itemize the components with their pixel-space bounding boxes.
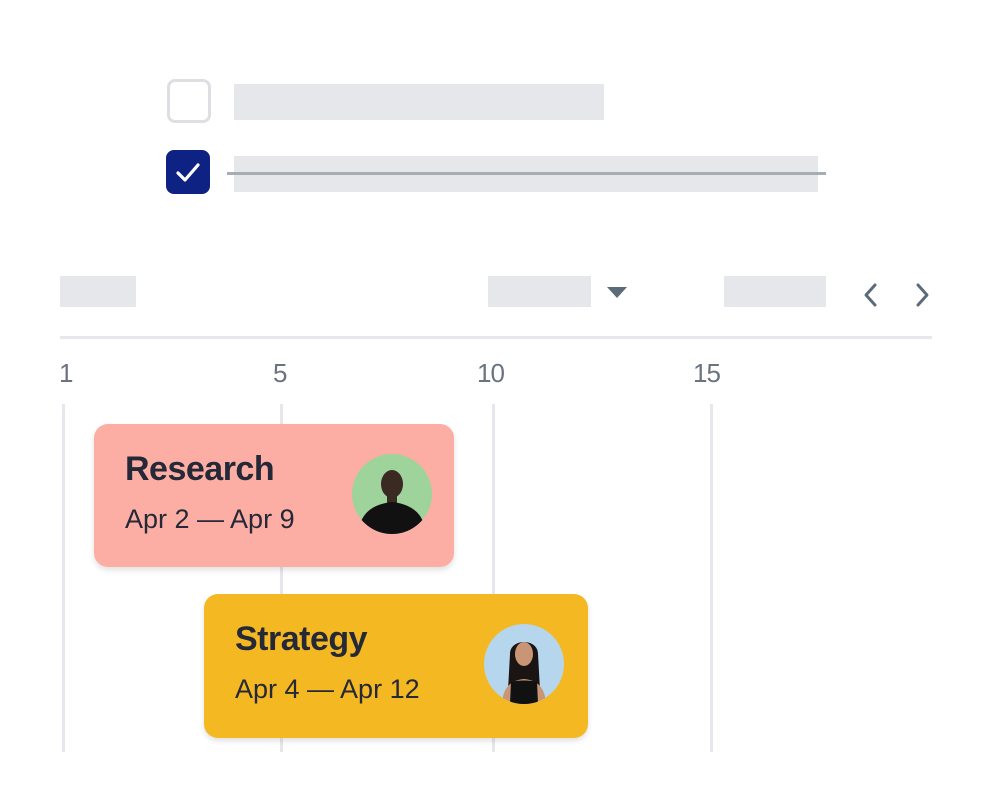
task-checkbox-checked[interactable]	[166, 150, 210, 194]
caret-down-icon[interactable]	[607, 287, 627, 298]
day-tick: 1	[59, 358, 74, 388]
task-bar-research[interactable]: Research Apr 2 — Apr 9	[94, 424, 454, 567]
strikethrough-line	[227, 172, 826, 175]
task-label-placeholder	[234, 84, 604, 120]
task-checkbox-unchecked[interactable]	[167, 79, 211, 123]
person-avatar-icon	[358, 470, 426, 534]
grid-line	[280, 404, 283, 752]
view-select-placeholder[interactable]	[488, 276, 591, 307]
grid-line	[710, 404, 713, 752]
task-bar-strategy[interactable]: Strategy Apr 4 — Apr 12	[204, 594, 588, 738]
next-button[interactable]	[910, 280, 936, 310]
task-dates: Apr 2 — Apr 9	[125, 504, 295, 534]
checkmark-icon	[176, 163, 200, 182]
task-title: Research	[125, 450, 275, 488]
person-avatar-icon	[502, 642, 546, 704]
today-button-placeholder[interactable]	[724, 276, 826, 307]
chevron-right-icon	[916, 283, 929, 307]
chevron-left-icon	[864, 283, 877, 307]
grid-line	[62, 404, 65, 752]
task-title: Strategy	[235, 620, 368, 658]
assignee-avatar[interactable]	[484, 624, 564, 704]
month-label-placeholder	[60, 276, 136, 307]
previous-button[interactable]	[858, 280, 884, 310]
header-divider	[60, 336, 932, 339]
day-tick: 10	[477, 358, 505, 388]
assignee-avatar[interactable]	[352, 454, 432, 534]
day-tick: 5	[273, 358, 288, 388]
day-tick: 15	[693, 358, 721, 388]
grid-line	[492, 404, 495, 752]
task-dates: Apr 4 — Apr 12	[235, 674, 420, 704]
